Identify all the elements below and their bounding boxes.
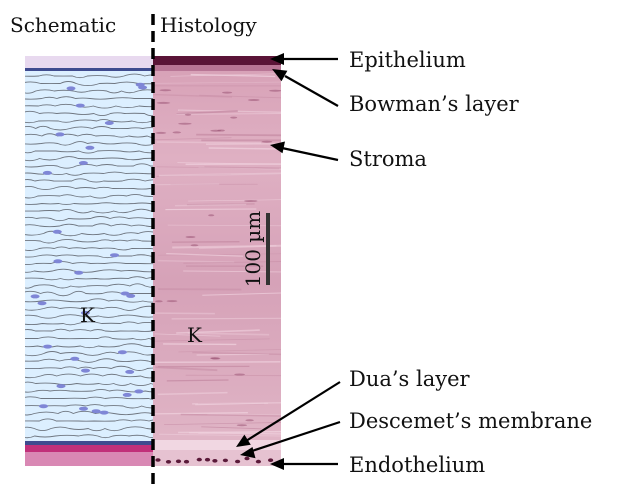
- endothelial-cell: [256, 460, 261, 464]
- keratocyte-nucleus: [100, 411, 109, 415]
- collagen-streak: [151, 362, 280, 363]
- histology-nucleus: [191, 244, 199, 246]
- collagen-streak: [158, 289, 241, 290]
- histology-nucleus: [167, 300, 178, 302]
- keratocyte-nucleus: [85, 146, 94, 150]
- label-descemet-membrane: Descemet’s membrane: [349, 409, 592, 433]
- keratocyte-nucleus: [81, 369, 90, 373]
- histology-endothelium: [153, 450, 281, 466]
- label-endothelium: Endothelium: [349, 453, 485, 477]
- histology-nucleus: [230, 117, 237, 119]
- keratocyte-nucleus: [134, 389, 143, 393]
- endothelial-cell: [166, 460, 171, 464]
- keratocyte-nucleus: [67, 86, 76, 90]
- label-epithelium: Epithelium: [349, 48, 466, 72]
- keratocyte-nucleus: [53, 230, 62, 234]
- endothelial-cell: [176, 460, 181, 464]
- histology-nucleus: [208, 214, 214, 216]
- endothelial-cell: [155, 458, 160, 462]
- schematic-descemet-membrane: [25, 445, 153, 452]
- keratocyte-nucleus: [126, 294, 135, 298]
- histology-nucleus: [185, 114, 191, 116]
- arrow-bowman-layer: [272, 69, 338, 106]
- keratocyte-nucleus: [43, 171, 52, 175]
- keratocyte-nucleus: [76, 104, 85, 108]
- keratocyte-nucleus: [79, 407, 88, 411]
- histology-nucleus: [156, 132, 167, 134]
- collagen-streak: [155, 313, 215, 314]
- histology-nucleus: [160, 89, 172, 91]
- keratocyte-nucleus: [57, 384, 66, 388]
- schematic-keratocyte-label: K: [80, 303, 96, 327]
- histology-nucleus: [186, 236, 196, 238]
- histology-nucleus: [244, 200, 257, 202]
- histology-nucleus: [248, 99, 260, 101]
- keratocyte-nucleus: [56, 132, 65, 136]
- schematic-bowman-layer: [25, 68, 153, 71]
- schematic-header: Schematic: [10, 13, 116, 37]
- histology-nucleus: [157, 102, 171, 104]
- keratocyte-nucleus: [123, 393, 132, 397]
- histology-nucleus: [210, 357, 219, 359]
- collagen-streak: [165, 209, 256, 210]
- scale-bar: [266, 213, 270, 285]
- histology-nucleus: [155, 300, 163, 302]
- histology-nucleus: [262, 141, 273, 143]
- keratocyte-nucleus: [70, 357, 79, 361]
- endothelial-cell: [184, 460, 189, 464]
- arrow-epithelium: [270, 53, 338, 65]
- keratocyte-nucleus: [39, 404, 48, 408]
- histology-nucleus: [222, 92, 232, 94]
- histology-header: Histology: [160, 13, 257, 37]
- histology-nucleus: [234, 374, 245, 376]
- histology-nucleus: [245, 419, 254, 421]
- histology-epithelium: [153, 56, 281, 65]
- collagen-streak: [167, 380, 229, 381]
- keratocyte-nucleus: [118, 350, 127, 354]
- scale-bar-label: 100 µm: [241, 211, 265, 288]
- keratocyte-nucleus: [79, 161, 88, 165]
- keratocyte-nucleus: [110, 253, 119, 257]
- histology-nucleus: [178, 123, 191, 125]
- keratocyte-nucleus: [38, 301, 47, 305]
- collagen-streak: [172, 318, 318, 319]
- schematic-endothelium: [25, 452, 153, 466]
- schematic-dua-layer: [25, 441, 153, 445]
- collagen-streak: [157, 142, 261, 143]
- endothelial-cell: [235, 460, 240, 464]
- histology-nucleus: [269, 90, 281, 92]
- histology-nucleus: [210, 130, 221, 132]
- histology-bowman-layer: [153, 65, 281, 71]
- histology-keratocyte-label: K: [187, 323, 203, 347]
- label-dua-layer: Dua’s layer: [349, 367, 471, 391]
- keratocyte-nucleus: [92, 409, 101, 413]
- endothelial-cell: [212, 459, 217, 463]
- keratocyte-nucleus: [138, 86, 147, 90]
- keratocyte-nucleus: [105, 121, 114, 125]
- collagen-streak: [196, 135, 324, 136]
- endothelial-cell: [223, 459, 228, 463]
- collagen-streak: [206, 144, 335, 145]
- keratocyte-nucleus: [31, 294, 40, 298]
- histology-nucleus: [237, 424, 247, 426]
- endothelial-cell: [268, 458, 273, 462]
- keratocyte-nucleus: [74, 271, 83, 275]
- collagen-streak: [172, 242, 240, 243]
- histology-nucleus: [173, 131, 182, 133]
- keratocyte-nucleus: [43, 345, 52, 349]
- schematic-epithelium: [25, 56, 153, 68]
- endothelial-cell: [197, 458, 202, 462]
- arrow-endothelium: [270, 458, 338, 470]
- label-stroma: Stroma: [349, 147, 427, 171]
- endothelial-cell: [244, 457, 249, 461]
- collagen-streak: [186, 375, 310, 376]
- label-bowman-layer: Bowman’s layer: [349, 92, 520, 116]
- keratocyte-nucleus: [53, 259, 62, 263]
- endothelial-cell: [205, 458, 210, 462]
- keratocyte-nucleus: [125, 370, 134, 374]
